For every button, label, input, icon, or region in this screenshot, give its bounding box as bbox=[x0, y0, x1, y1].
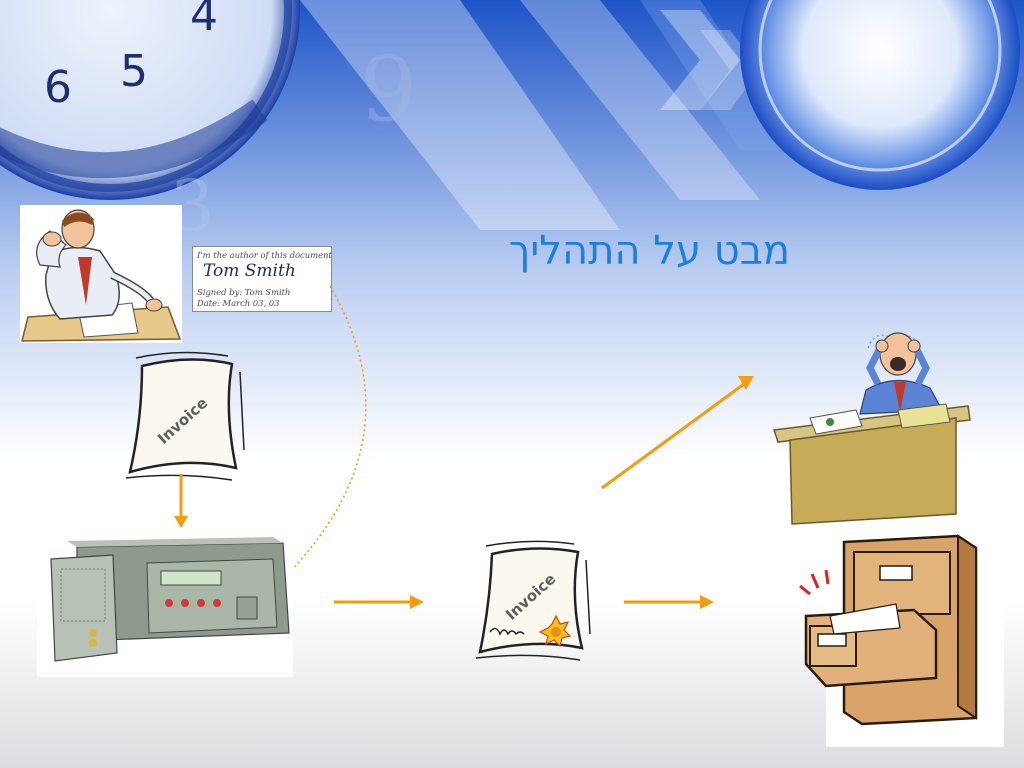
signing-device-icon bbox=[37, 537, 293, 677]
invoice-document-icon: Invoice bbox=[125, 351, 245, 481]
arrow-down bbox=[174, 474, 188, 528]
arrow-up-right bbox=[601, 376, 754, 490]
signature-card: I'm the author of this document Tom Smit… bbox=[192, 246, 332, 312]
page-title: מבט על התהליך bbox=[508, 228, 790, 274]
signed-by-line: Signed by: Tom Smith bbox=[197, 287, 291, 297]
handwritten-signature: Tom Smith bbox=[203, 261, 296, 281]
file-cabinet-icon bbox=[799, 530, 1004, 747]
signed-invoice-document-icon: Invoice bbox=[475, 540, 591, 661]
svg-text:6: 6 bbox=[44, 62, 72, 113]
signature-author-line: I'm the author of this document bbox=[197, 250, 332, 260]
svg-text:9: 9 bbox=[360, 37, 417, 142]
svg-text:5: 5 bbox=[120, 46, 148, 97]
arrow-right bbox=[334, 595, 424, 609]
bored-writer-icon bbox=[20, 205, 182, 343]
arrow-right bbox=[624, 595, 714, 609]
svg-text:4: 4 bbox=[190, 0, 218, 41]
signature-date-line: Date: March 03, 03 bbox=[197, 298, 280, 308]
distressed-man-at-desk-icon bbox=[772, 332, 971, 525]
